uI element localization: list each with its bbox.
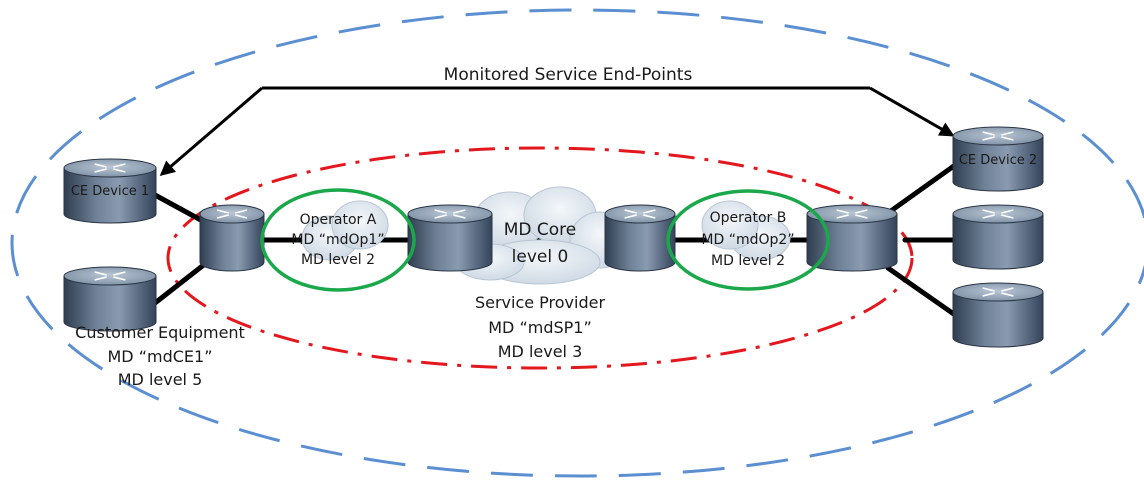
operator-a-line1: Operator A [300, 212, 377, 228]
operator-a-label: Operator A MD “mdOp1” MD level 2 [291, 212, 384, 268]
ce-device-1-label: CE Device 1 [71, 184, 149, 199]
router-arrows-icon [434, 209, 466, 219]
monitored-arrows [159, 86, 955, 176]
router-arrows-icon [94, 271, 126, 281]
operator-b-router [604, 204, 676, 272]
provider-label: Service Provider MD “mdSP1” MD level 3 [475, 293, 606, 361]
operator-a-line2: MD “mdOp1” [291, 232, 384, 248]
operator-a-line3: MD level 2 [301, 252, 375, 268]
ce-device-5-router [952, 282, 1044, 348]
operator-a-ellipse [260, 188, 416, 292]
operator-b-line3: MD level 2 [711, 253, 785, 269]
ce-device-3-router [63, 266, 157, 332]
core-label: MD Core level 0 [504, 220, 577, 267]
operator-b-ellipse [666, 189, 830, 291]
router-arrows-icon [982, 287, 1014, 297]
customer-domain-ellipse [10, 8, 1144, 478]
provider-line3: MD level 3 [498, 342, 583, 361]
provider-line1: Service Provider [475, 293, 606, 312]
link-pe2-ce5 [885, 265, 961, 320]
customer-line3: MD level 5 [118, 370, 203, 389]
operator-b-line1: Operator B [710, 210, 787, 226]
ce-device-1-router [63, 158, 157, 224]
diagram-title: Monitored Service End-Points [444, 65, 693, 85]
router-arrows-icon [216, 209, 248, 219]
router-arrows-icon [94, 163, 126, 173]
routers [63, 126, 1044, 348]
ce-device-2-router [952, 126, 1044, 192]
pe-router-1 [199, 204, 265, 272]
ce-device-4-router [952, 204, 1044, 270]
ce-device-2-label: CE Device 2 [959, 153, 1037, 168]
router-arrows-icon [624, 209, 656, 219]
operator-b-label: Operator B MD “mdOp2” MD level 2 [701, 210, 794, 269]
arrow-to-ce2 [869, 86, 955, 137]
core-line2: level 0 [512, 247, 569, 267]
link-ce3-pe1 [152, 257, 213, 306]
arrow-to-ce1 [159, 86, 263, 176]
router-arrows-icon [982, 131, 1014, 141]
operator-a-router [407, 204, 493, 272]
core-cloud [301, 186, 791, 285]
customer-label: Customer Equipment MD “mdCE1” MD level 5 [75, 323, 245, 389]
customer-line2: MD “mdCE1” [108, 347, 213, 366]
router-arrows-icon [836, 209, 868, 219]
core-line1: MD Core [504, 220, 577, 240]
operator-b-line2: MD “mdOp2” [701, 232, 794, 248]
pe-router-2 [806, 204, 898, 272]
router-arrows-icon [982, 209, 1014, 219]
provider-line2: MD “mdSP1” [488, 318, 592, 337]
customer-line1: Customer Equipment [75, 323, 245, 342]
link-pe2-ce2 [885, 160, 961, 216]
provider-domain-ellipse [166, 146, 914, 370]
